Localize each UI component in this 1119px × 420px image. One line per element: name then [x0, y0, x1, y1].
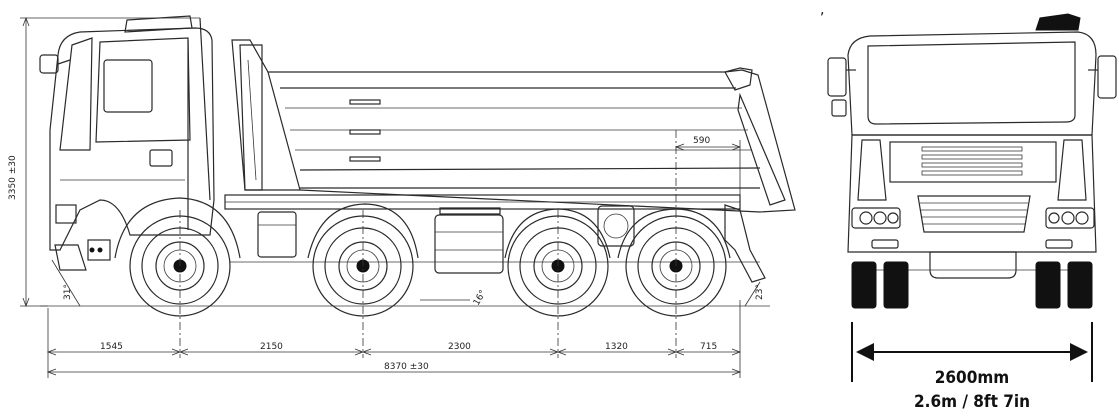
- tyre-left-outer: [851, 261, 877, 309]
- dim-label-1: 1545: [100, 342, 123, 352]
- mirror-left: [827, 57, 847, 97]
- approach-angle-line: [51, 259, 81, 307]
- side-view: 31° 23° 16° 3350 ±30 590: [8, 15, 796, 378]
- tick-mark: ,: [820, 2, 824, 18]
- upper-grille: [889, 141, 1057, 183]
- width-imperial-label: 2.6m / 8ft 7in: [914, 392, 1030, 412]
- fender-4: [617, 208, 731, 259]
- fender-1: [114, 197, 241, 259]
- departure-angle-line: [744, 281, 761, 307]
- chassis: [224, 194, 766, 283]
- cab: [39, 15, 215, 271]
- dim-label-3: 2300: [448, 342, 471, 352]
- cargo-overhang-label: 590: [693, 136, 710, 146]
- cargo-overhang-dimension: [674, 140, 742, 200]
- headlight-left: [851, 207, 901, 229]
- windshield: [867, 41, 1076, 125]
- width-mm-label: 2600mm: [935, 368, 1009, 388]
- total-length-label: 8370 ±30: [384, 362, 429, 372]
- fog-light-left: [871, 239, 899, 249]
- headlight-right: [1045, 207, 1095, 229]
- tow-plate: [929, 251, 1017, 279]
- ramp-angle-label: 16°: [472, 289, 489, 308]
- departure-angle-label: 23°: [755, 284, 765, 300]
- height-label: 3350 ±30: [8, 155, 18, 200]
- front-body: [847, 134, 1097, 253]
- tyre-left-inner: [883, 261, 909, 309]
- axle-centerlines: [179, 130, 677, 358]
- dim-label-5: 715: [700, 342, 717, 352]
- fender-3: [504, 208, 611, 259]
- dim-label-2: 2150: [260, 342, 283, 352]
- height-dimension: [20, 16, 200, 308]
- mirror-right: [1097, 55, 1117, 99]
- mirror-left-lower: [831, 99, 847, 117]
- front-view: ,: [820, 2, 1117, 412]
- side-panel-right: [1057, 139, 1087, 201]
- fog-light-right: [1045, 239, 1073, 249]
- front-cab-outline: [847, 31, 1097, 136]
- tipper-body: [231, 39, 796, 213]
- tyre-right-inner: [1035, 261, 1061, 309]
- wheelbase-dimension: [46, 300, 742, 378]
- dim-label-4: 1320: [605, 342, 628, 352]
- approach-angle-label: 31°: [63, 284, 73, 300]
- roof-beacon: [1035, 13, 1081, 31]
- tyre-right-outer: [1067, 261, 1093, 309]
- side-panel-left: [857, 139, 887, 201]
- fender-2: [307, 203, 419, 259]
- lower-grille: [917, 195, 1031, 233]
- width-dimension: [851, 322, 1093, 382]
